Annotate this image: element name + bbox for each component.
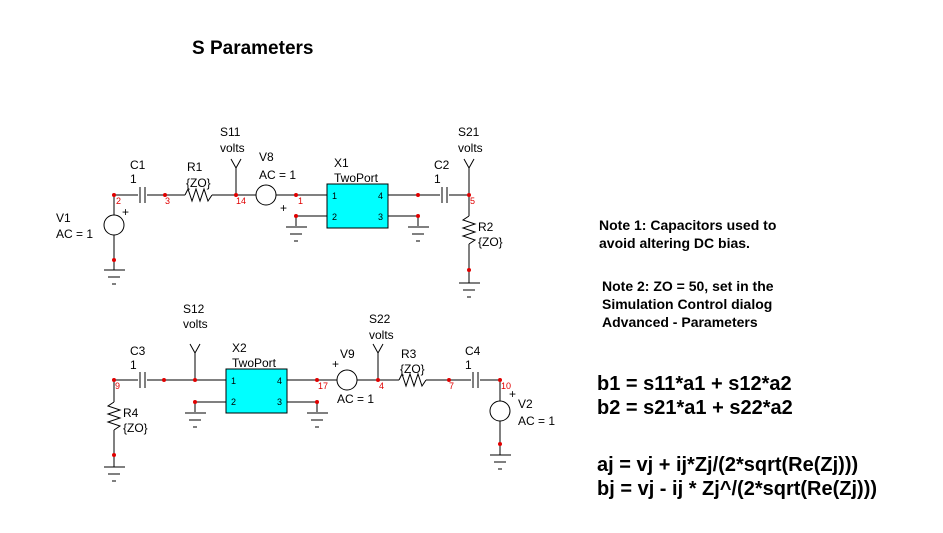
- node-label: 5: [470, 196, 475, 206]
- c2-value: 1: [434, 172, 441, 186]
- twoport-x2[interactable]: 1 2 3 4 X2 TwoPort: [225, 341, 288, 414]
- c3-name: C3: [130, 344, 146, 358]
- equation-b1: b1 = s11*a1 + s12*a2: [597, 373, 792, 395]
- capacitor-c4[interactable]: C4 1: [465, 344, 481, 388]
- r2-value: {ZO}: [478, 235, 503, 249]
- node-label: 10: [501, 381, 511, 391]
- r4-name: R4: [123, 406, 139, 420]
- equation-b2: b2 = s21*a1 + s22*a2: [597, 397, 793, 419]
- x1-pin4: 4: [378, 191, 383, 201]
- v8-plus: +: [280, 201, 287, 215]
- r2-name: R2: [478, 220, 494, 234]
- ground-icon: [104, 269, 125, 285]
- node-label: 17: [318, 381, 328, 391]
- x1-name: X1: [334, 156, 349, 170]
- s22-name: S22: [369, 312, 391, 326]
- source-v8[interactable]: V8 AC = 1 +: [255, 150, 296, 215]
- s21-unit: volts: [458, 141, 483, 155]
- v2-name: V2: [518, 397, 533, 411]
- ground-icon: [286, 226, 307, 242]
- x2-pin4: 4: [277, 376, 282, 386]
- s22-unit: volts: [369, 328, 394, 342]
- note-2-line: Simulation Control dialog: [602, 296, 773, 312]
- resistor-r4[interactable]: R4 {ZO}: [106, 401, 148, 435]
- resistor-r3[interactable]: R3 {ZO}: [398, 347, 427, 388]
- s11-name: S11: [220, 125, 241, 139]
- resistor-r1[interactable]: R1 {ZO}: [184, 160, 213, 203]
- probe-s11[interactable]: S11 volts: [220, 125, 245, 195]
- x1-pin1: 1: [332, 191, 337, 201]
- s12-name: S12: [183, 302, 205, 316]
- node-label: 7: [449, 381, 454, 391]
- node-label: 3: [165, 196, 170, 206]
- ground-icon: [104, 466, 125, 482]
- r1-value: {ZO}: [186, 176, 211, 190]
- probe-s12[interactable]: S12 volts: [183, 302, 208, 380]
- x1-model: TwoPort: [334, 171, 379, 185]
- ground-icon: [459, 282, 480, 298]
- ground-icon: [307, 412, 328, 428]
- twoport-x1[interactable]: 1 2 3 4 X1 TwoPort: [326, 156, 389, 229]
- capacitor-c3[interactable]: C3 1: [130, 344, 146, 388]
- node-label: 14: [236, 196, 246, 206]
- node-label: 2: [116, 196, 121, 206]
- r3-value: {ZO}: [400, 362, 425, 376]
- c3-value: 1: [130, 358, 137, 372]
- v1-name: V1: [56, 211, 71, 225]
- ground-icon: [185, 412, 206, 428]
- source-v9[interactable]: + V9 AC = 1: [332, 347, 374, 406]
- v8-name: V8: [259, 150, 274, 164]
- x1-pin2: 2: [332, 212, 337, 222]
- x2-pin3: 3: [277, 397, 282, 407]
- s12-unit: volts: [183, 317, 208, 331]
- v9-name: V9: [340, 347, 355, 361]
- probe-s21[interactable]: S21 volts: [458, 125, 483, 195]
- ground-icon: [408, 226, 429, 242]
- node-label: 4: [379, 381, 384, 391]
- s21-name: S21: [458, 125, 480, 139]
- note-1-line: Note 1: Capacitors used to: [599, 217, 777, 233]
- r1-name: R1: [187, 160, 203, 174]
- bottom-circuit: C3 1 S12 volts 1 2 3 4 X2 TwoPort: [104, 302, 555, 482]
- v8-value: AC = 1: [259, 168, 296, 182]
- v1-value: AC = 1: [56, 227, 93, 241]
- v9-value: AC = 1: [337, 392, 374, 406]
- note-1: Note 1: Capacitors used to avoid altering…: [599, 216, 776, 252]
- capacitor-c2[interactable]: C2 1: [434, 158, 450, 203]
- schematic-title: S Parameters: [192, 38, 314, 59]
- s11-unit: volts: [220, 141, 245, 155]
- x2-model: TwoPort: [232, 356, 277, 370]
- capacitor-c1[interactable]: C1 1: [130, 158, 146, 203]
- x2-name: X2: [232, 341, 247, 355]
- note-2-line: Advanced - Parameters: [602, 314, 758, 330]
- v9-plus: +: [332, 357, 339, 371]
- r4-value: {ZO}: [123, 421, 148, 435]
- note-2-line: Note 2: ZO = 50, set in the: [602, 278, 774, 294]
- v2-plus: +: [509, 387, 516, 401]
- c4-value: 1: [465, 358, 472, 372]
- x2-pin2: 2: [231, 397, 236, 407]
- node-label: 1: [298, 196, 303, 206]
- source-v2[interactable]: + V2 AC = 1: [489, 387, 555, 428]
- c1-value: 1: [130, 172, 137, 186]
- equation-bj: bj = vj - ij * Zj^/(2*sqrt(Re(Zj))): [597, 478, 878, 500]
- v1-plus: +: [122, 205, 129, 219]
- probe-s22[interactable]: S22 volts: [369, 312, 394, 380]
- source-v1[interactable]: + V1 AC = 1: [56, 205, 129, 241]
- x2-pin1: 1: [231, 376, 236, 386]
- r3-name: R3: [401, 347, 417, 361]
- resistor-r2[interactable]: R2 {ZO}: [461, 215, 503, 249]
- top-circuit: C1 1 R1 {ZO} S11 volts V8 AC = 1 + 1: [56, 125, 503, 298]
- c4-name: C4: [465, 344, 481, 358]
- node-label: 9: [115, 381, 120, 391]
- c1-name: C1: [130, 158, 146, 172]
- x1-pin3: 3: [378, 212, 383, 222]
- note-1-line: avoid altering DC bias.: [599, 235, 750, 251]
- ground-icon: [490, 454, 511, 470]
- c2-name: C2: [434, 158, 450, 172]
- equation-aj: aj = vj + ij*Zj/(2*sqrt(Re(Zj))): [597, 454, 859, 476]
- v2-value: AC = 1: [518, 414, 555, 428]
